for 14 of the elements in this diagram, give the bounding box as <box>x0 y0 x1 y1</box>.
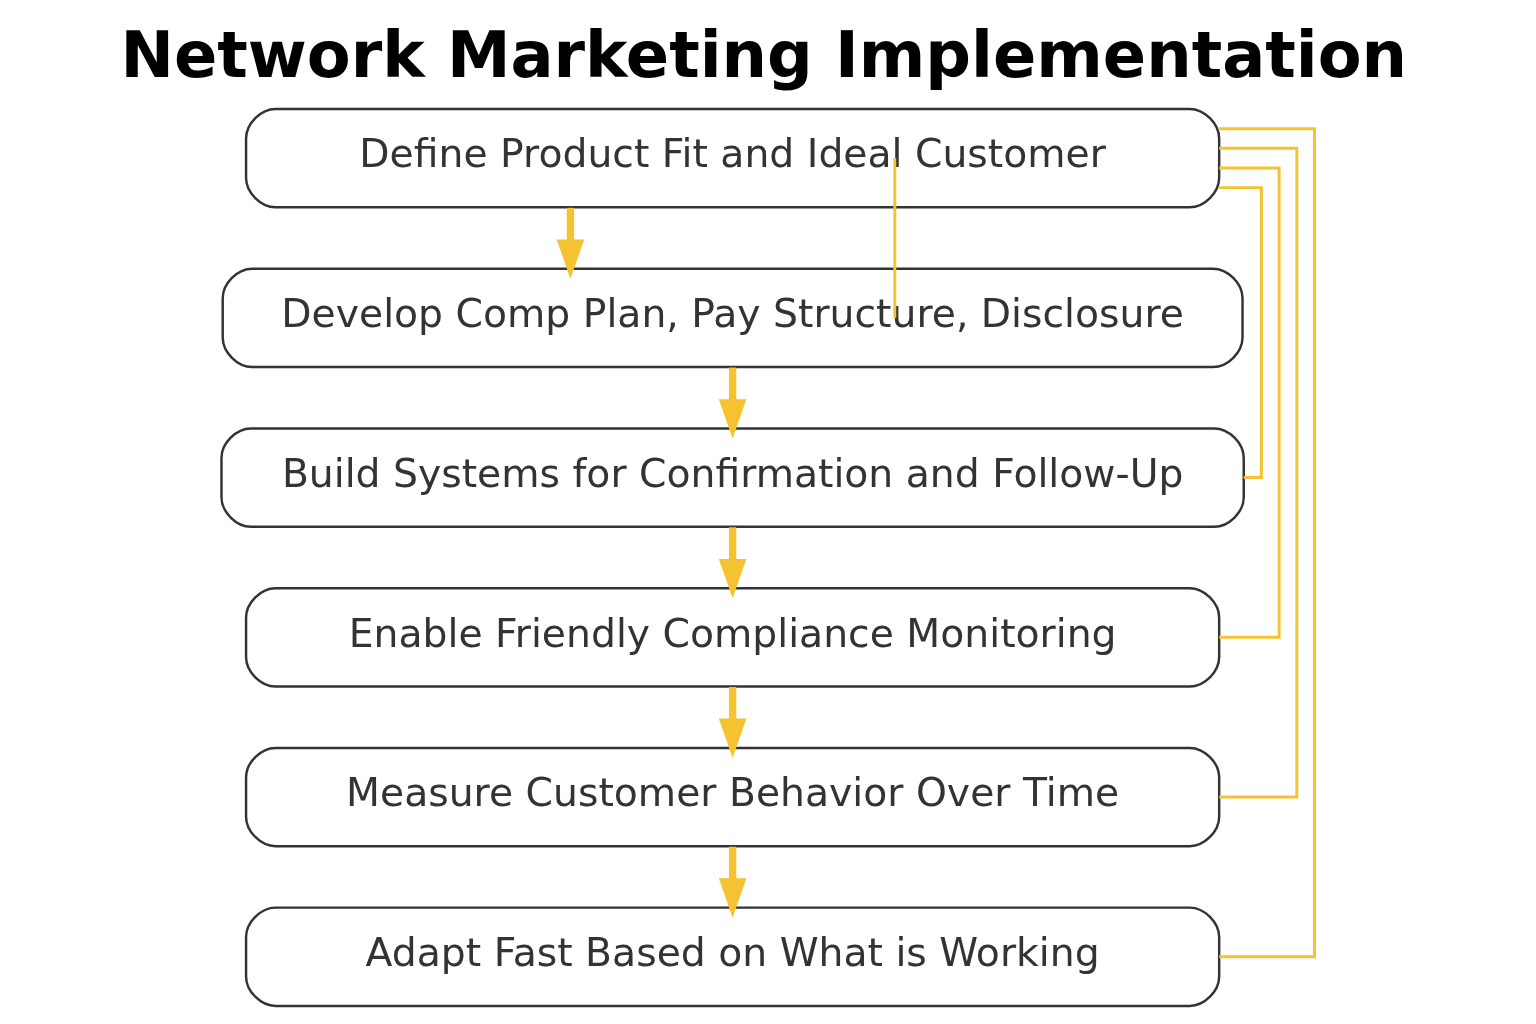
node-box: Adapt Fast Based on What is Working <box>244 906 1221 1008</box>
connector <box>1219 146 1299 799</box>
connector <box>893 158 897 318</box>
node-box: Measure Customer Behavior Over Time <box>244 746 1221 848</box>
node-box: Define Product Fit and Ideal Customer <box>244 107 1221 209</box>
connector <box>1219 166 1281 639</box>
arrow <box>556 207 585 279</box>
diagram-title: Network Marketing Implementation <box>120 17 1408 92</box>
arrow <box>718 846 747 918</box>
node-box: Enable Friendly Compliance Monitoring <box>244 586 1221 688</box>
node-box: Build Systems for Confirmation and Follow-Up <box>220 427 1245 528</box>
node-box: Develop Comp Plan, Pay Structure, Disclosure <box>221 267 1244 369</box>
connector <box>1219 127 1316 959</box>
connector <box>1219 186 1263 480</box>
